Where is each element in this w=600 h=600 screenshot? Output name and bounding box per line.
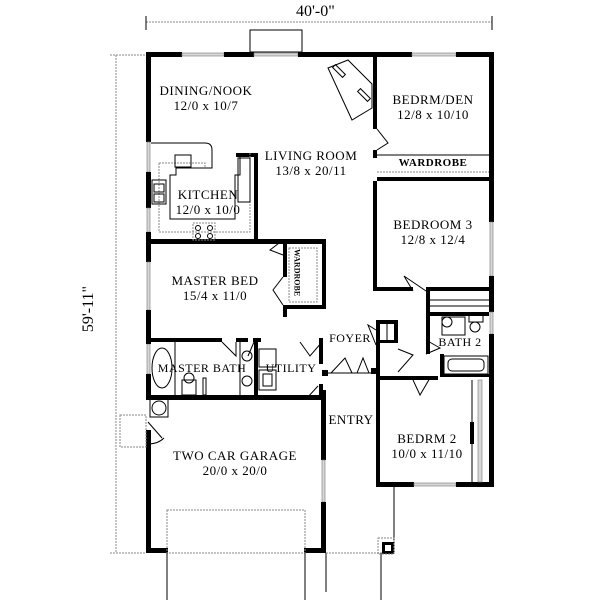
toilet (181, 379, 197, 396)
room-dimensions: 12/8 x 12/4 (400, 231, 466, 247)
kitchen-counters (151, 142, 251, 241)
room-name: MASTER BED (171, 273, 259, 288)
room-two-car-garage: TWO CAR GARAGE 20/0 x 20/0 (160, 448, 310, 479)
room-bedrm-2: BEDRM 2 10/0 x 11/10 (380, 431, 474, 462)
exterior-walls (146, 52, 494, 553)
room-bath-2: BATH 2 (438, 335, 482, 349)
room-name: BEDRM 2 (397, 431, 457, 446)
sink (241, 350, 253, 362)
room-master-bed: MASTER BED 15/4 x 11/0 (160, 273, 270, 304)
room-dimensions: 12/0 x 10/7 (173, 97, 239, 113)
bathtub (151, 347, 173, 389)
bathtub (443, 355, 489, 375)
room-dimensions: 10/0 x 11/10 (391, 445, 463, 461)
room-wardrobe-den: WARDROBE (398, 157, 468, 169)
room-name: BEDRM/DEN (392, 92, 474, 107)
sink (441, 316, 453, 328)
room-name: TWO CAR GARAGE (173, 448, 297, 463)
fireplace (327, 59, 373, 121)
width-dimension-line (145, 16, 493, 30)
room-living-room: LIVING ROOM 13/8 x 20/11 (262, 148, 360, 179)
dryer (258, 369, 277, 391)
room-master-bath: MASTER BATH (157, 361, 247, 375)
kitchen-sink (151, 179, 167, 205)
room-dimensions: 12/0 x 10/0 (175, 201, 241, 217)
room-kitchen: KITCHEN 12/0 x 10/0 (166, 187, 250, 218)
garage-door (166, 509, 306, 554)
room-dimensions: 20/0 x 20/0 (202, 462, 268, 478)
room-name: DINING/NOOK (159, 83, 253, 98)
overall-depth-label: 59'-11" (80, 285, 98, 333)
room-bedrm-den: BEDRM/DEN 12/8 x 10/10 (380, 92, 486, 123)
door-swings (221, 128, 442, 399)
side-landing (119, 414, 147, 448)
room-dimensions: 12/8 x 10/10 (397, 106, 469, 122)
room-entry: ENTRY (328, 412, 374, 427)
stove (192, 222, 216, 241)
room-name: LIVING ROOM (264, 148, 358, 163)
room-name: KITCHEN (177, 187, 239, 202)
room-dining-nook: DINING/NOOK 12/0 x 10/7 (158, 83, 254, 114)
bath2-fixtures (441, 313, 489, 375)
room-dimensions: 13/8 x 20/11 (275, 162, 347, 178)
water-heater (151, 400, 167, 416)
room-foyer: FOYER (329, 331, 371, 345)
sink (241, 375, 253, 387)
washer (258, 348, 277, 368)
toilet (469, 321, 481, 333)
interior-walls (146, 57, 489, 486)
room-bedroom-3: BEDROOM 3 12/8 x 12/4 (380, 217, 486, 248)
room-wardrobe-master: WARDROBE (292, 249, 302, 297)
room-name: BEDROOM 3 (393, 217, 473, 232)
utility-fixtures (258, 348, 277, 391)
depth-dimension-line (110, 54, 146, 554)
fireplace-chimney (249, 29, 303, 53)
master-bath-fixtures (151, 342, 253, 396)
room-utility: UTILITY (265, 361, 317, 375)
room-dimensions: 15/4 x 11/0 (182, 287, 248, 303)
overall-width-label: 40'-0" (296, 3, 335, 20)
